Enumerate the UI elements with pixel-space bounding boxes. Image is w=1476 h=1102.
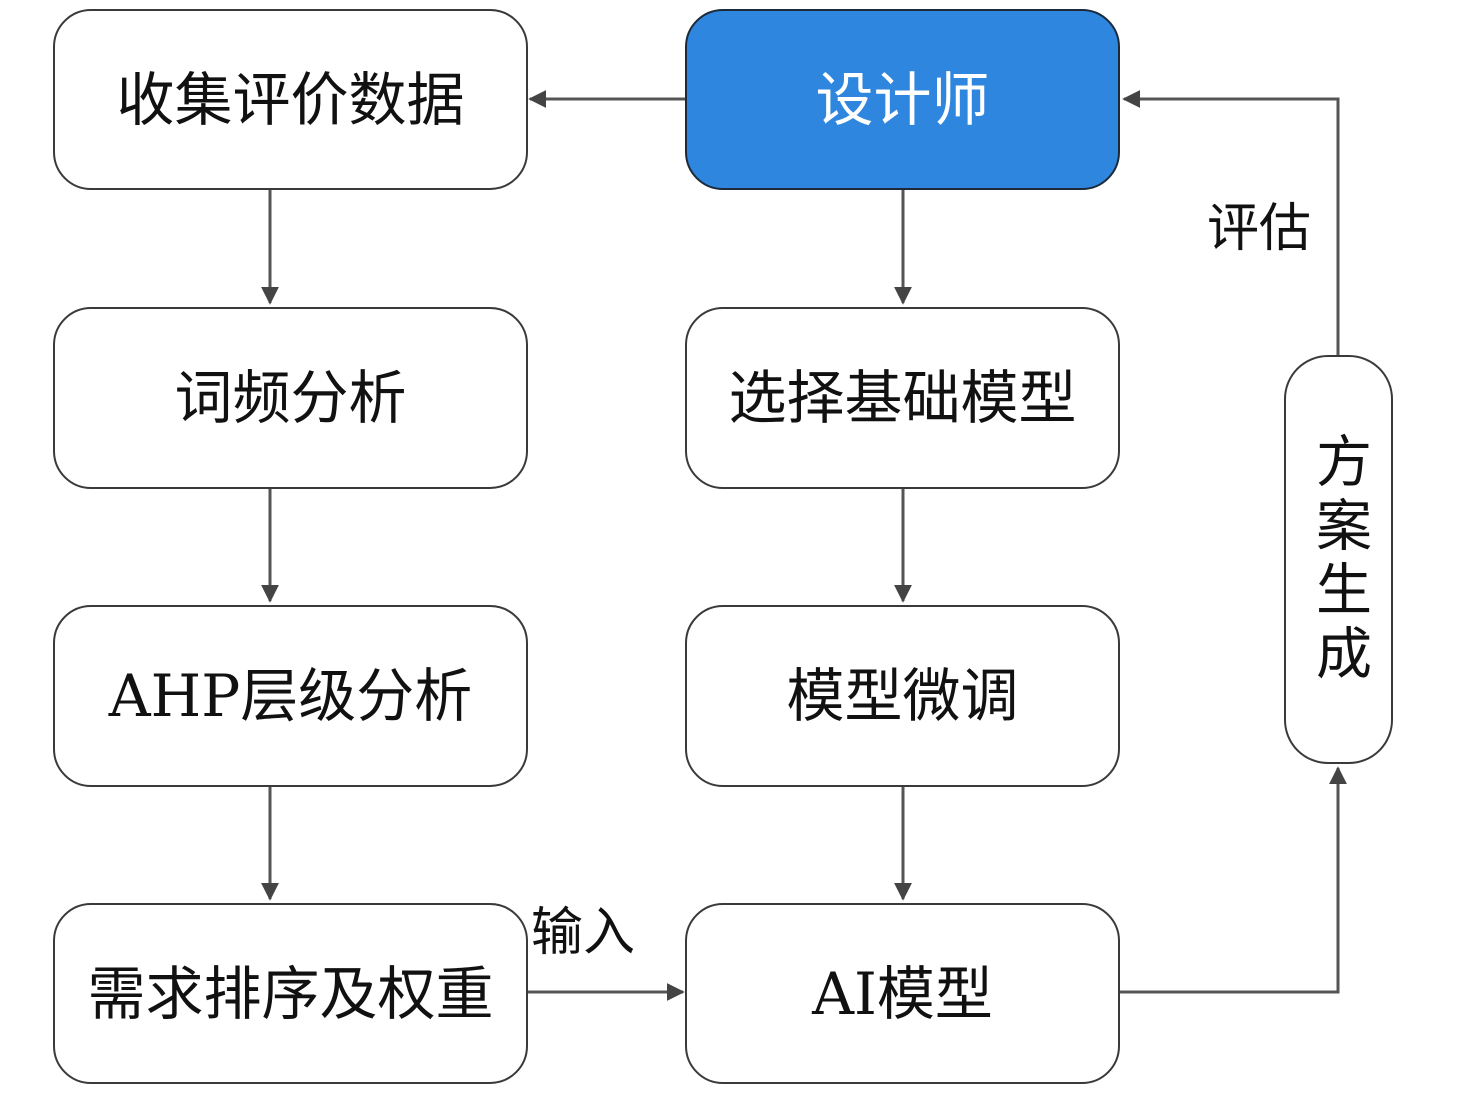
model-finetune-node: 模型微调 [685,605,1120,787]
select-base-model-node: 选择基础模型 [685,307,1120,489]
designer-label: 设计师 [815,65,990,134]
input-edge-label: 输入 [531,903,636,963]
ahp-analysis-label: AHP层级分析 [108,662,473,730]
plan-generation-label: 方案生成 [1306,431,1372,688]
plan-generation-node: 方案生成 [1284,355,1393,764]
arrow-generate-to-designer [1122,90,1340,355]
select-base-model-label: 选择基础模型 [728,364,1077,432]
requirement-ranking-label: 需求排序及权重 [87,959,494,1028]
collect-evaluation-data-node: 收集评价数据 [53,9,528,190]
arrow-ai-model-to-generate [1120,766,1347,994]
ai-model-node: AI模型 [685,903,1120,1084]
ai-model-label: AI模型 [812,959,993,1028]
designer-node: 设计师 [685,9,1120,190]
word-frequency-analysis-label: 词频分析 [174,364,407,432]
ahp-analysis-node: AHP层级分析 [53,605,528,787]
evaluate-edge-label: 评估 [1207,199,1312,259]
requirement-ranking-node: 需求排序及权重 [53,903,528,1084]
model-finetune-label: 模型微调 [786,662,1019,730]
word-frequency-analysis-node: 词频分析 [53,307,528,489]
collect-evaluation-data-label: 收集评价数据 [116,65,465,134]
